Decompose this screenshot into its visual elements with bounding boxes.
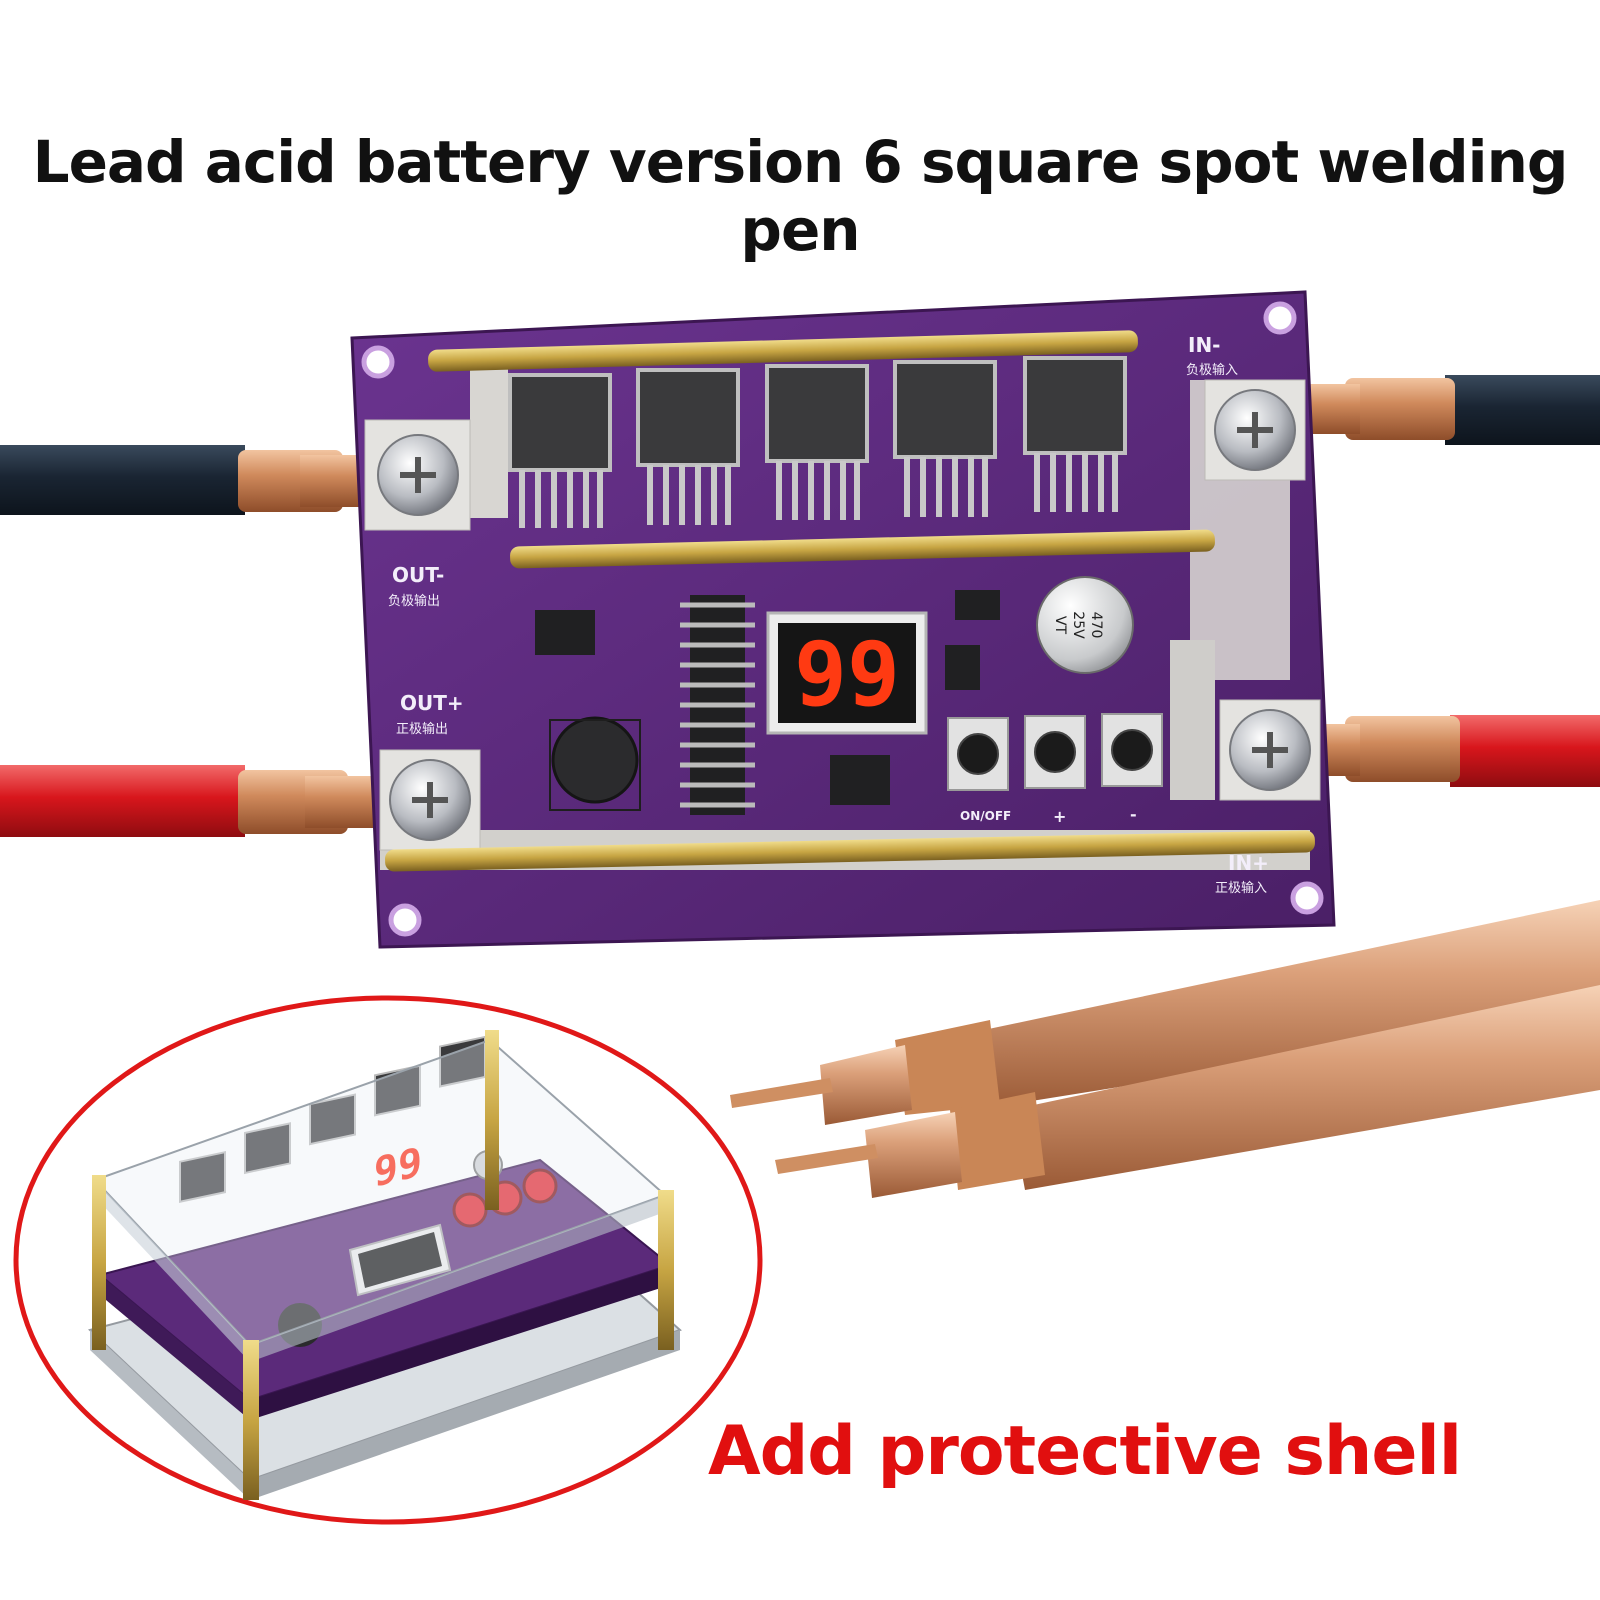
mosfet xyxy=(765,364,869,520)
brass-bus-bar xyxy=(428,330,1138,372)
mosfet xyxy=(893,360,997,517)
mounting-hole xyxy=(1290,881,1324,915)
ic-chip xyxy=(830,755,890,805)
ic-chip xyxy=(535,610,595,655)
out-plus-cn-label: 正极输出 xyxy=(396,721,448,737)
pcb-board: 470 25V VT 99 OUT- 负极输出 OUT+ 正极输出 IN- 负 xyxy=(350,290,1336,949)
buzzer xyxy=(551,716,639,804)
button-cap[interactable] xyxy=(957,733,999,775)
welding-pen-upper xyxy=(730,900,1600,1125)
brass-standoff xyxy=(658,1190,674,1350)
red-wire-right xyxy=(1300,715,1600,787)
mosfet xyxy=(1023,356,1127,512)
seven-segment-display: 99 xyxy=(766,611,928,735)
brass-standoff xyxy=(485,1030,499,1210)
electrolytic-capacitor: 470 25V VT xyxy=(1036,576,1134,674)
mosfet xyxy=(636,368,740,525)
display-value: 99 xyxy=(794,623,900,726)
screw-terminal-out-minus xyxy=(364,419,471,531)
mosfet xyxy=(508,373,612,528)
capacitor-label: 470 xyxy=(1088,612,1104,639)
plus-button[interactable] xyxy=(1024,715,1086,789)
highlight-ellipse xyxy=(13,995,763,1525)
mounting-hole xyxy=(1263,301,1297,335)
mounting-hole xyxy=(388,903,422,937)
smd-component xyxy=(955,590,1000,620)
solder-pad xyxy=(470,368,508,518)
mosfet-small xyxy=(309,1093,356,1146)
red-wire-left xyxy=(0,765,375,837)
red-button-cap[interactable] xyxy=(522,1168,558,1204)
out-plus-label: OUT+ xyxy=(400,691,464,715)
out-minus-cn-label: 负极输出 xyxy=(388,593,440,609)
mosfet-small xyxy=(179,1150,226,1203)
onoff-label: ON/OFF xyxy=(960,809,1011,823)
brass-bus-bar xyxy=(385,830,1315,872)
button-cap[interactable] xyxy=(1034,731,1076,773)
in-plus-label: IN+ xyxy=(1228,851,1269,875)
mosfet-row xyxy=(508,356,1127,528)
welding-pen-lower xyxy=(775,985,1600,1198)
screw-terminal-out-plus xyxy=(379,749,481,851)
screw-terminal-in-minus xyxy=(1204,379,1306,481)
black-wire-left xyxy=(0,445,375,515)
mosfet-small xyxy=(244,1122,291,1175)
capacitor-label: 25V xyxy=(1070,611,1086,639)
protective-shell-callout: Add protective shell xyxy=(708,1412,1462,1491)
brass-bus-bar xyxy=(510,529,1215,569)
mounting-hole xyxy=(361,345,395,379)
page-title: Lead acid battery version 6 square spot … xyxy=(32,128,1569,264)
minus-button[interactable] xyxy=(1101,713,1163,787)
button-cap[interactable] xyxy=(1111,729,1153,771)
in-minus-label: IN- xyxy=(1188,333,1220,357)
in-plus-cn-label: 正极输入 xyxy=(1215,880,1267,896)
small-seven-segment-display: 99 xyxy=(348,1137,452,1297)
black-wire-right xyxy=(1300,375,1600,445)
plus-label: + xyxy=(1053,807,1066,826)
brass-standoff xyxy=(92,1175,106,1350)
mosfet-small xyxy=(374,1064,421,1117)
protective-shell-product: 99 xyxy=(87,1030,682,1500)
solder-pad xyxy=(1170,640,1215,800)
screw-terminal-in-plus xyxy=(1219,699,1321,801)
brass-standoff xyxy=(243,1340,259,1500)
capacitor-label: VT xyxy=(1052,616,1068,635)
minus-label: - xyxy=(1130,805,1137,824)
onoff-button[interactable] xyxy=(947,717,1009,791)
in-minus-cn-label: 负极输入 xyxy=(1186,362,1238,378)
smd-component xyxy=(945,645,980,690)
out-minus-label: OUT- xyxy=(392,563,444,587)
